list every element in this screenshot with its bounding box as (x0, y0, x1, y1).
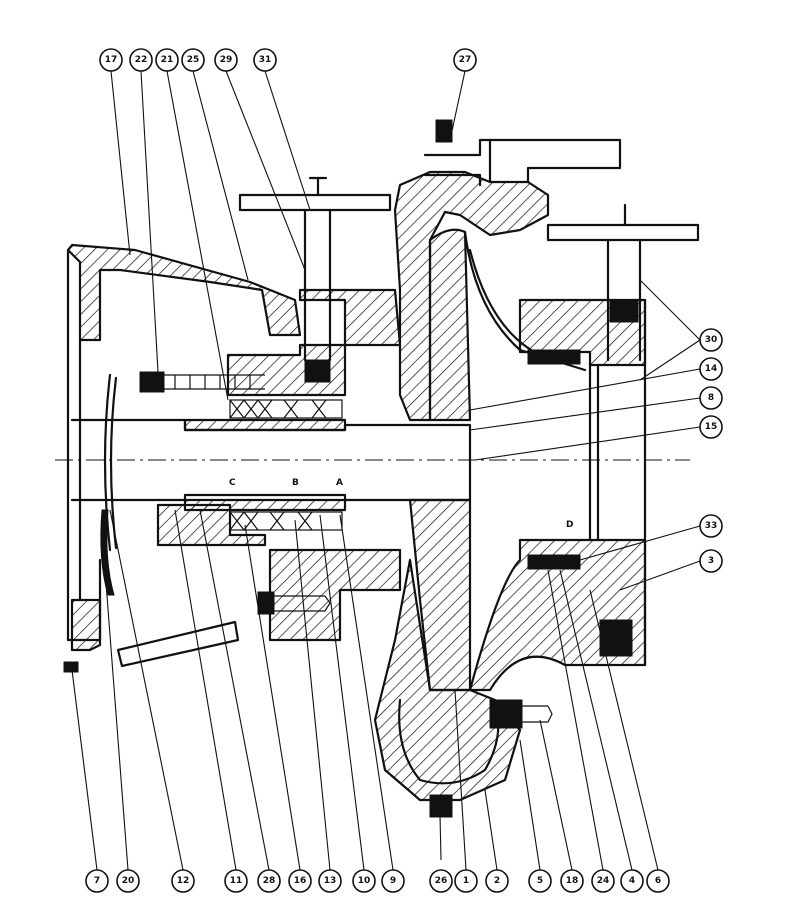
svg-text:24: 24 (597, 876, 610, 886)
callout-2: 2 (485, 869, 509, 893)
frame-foot-bolt (63, 661, 79, 673)
callout-21: 21 (155, 48, 179, 72)
seal-housing-lower (268, 548, 402, 642)
shaft (70, 418, 472, 502)
bearing-row-upper (229, 399, 343, 419)
callout-7: 7 (85, 869, 109, 893)
bearing-row-lower (229, 511, 343, 531)
callout-30: 30 (699, 328, 723, 352)
svg-text:26: 26 (435, 876, 448, 886)
svg-text:8: 8 (708, 393, 714, 403)
callout-4: 4 (620, 869, 644, 893)
svg-text:17: 17 (105, 55, 118, 65)
callout-20: 20 (116, 869, 140, 893)
shaft-sleeve (183, 418, 347, 432)
section-mark-d: D (566, 520, 573, 530)
svg-text:28: 28 (263, 876, 276, 886)
discharge-pipe (488, 138, 622, 184)
svg-text:15: 15 (705, 422, 718, 432)
svg-text:3: 3 (708, 556, 714, 566)
callout-31: 31 (253, 48, 277, 72)
svg-text:18: 18 (566, 876, 579, 886)
svg-text:2: 2 (494, 876, 500, 886)
casing-ring (588, 298, 647, 667)
callout-29: 29 (214, 48, 238, 72)
cover-stud (599, 619, 633, 657)
flinger-disc-lower (100, 509, 115, 596)
callout-6: 6 (646, 869, 670, 893)
callout-9: 9 (381, 869, 405, 893)
svg-text:30: 30 (705, 335, 718, 345)
svg-text:11: 11 (230, 876, 243, 886)
callout-8: 8 (699, 386, 723, 410)
callout-15: 15 (699, 415, 723, 439)
callout-17: 17 (99, 48, 123, 72)
callout-26: 26 (429, 869, 453, 893)
svg-text:22: 22 (135, 55, 148, 65)
callout-3: 3 (699, 549, 723, 573)
frame-foot (70, 598, 102, 652)
svg-text:9: 9 (390, 876, 396, 886)
callout-27: 27 (453, 48, 477, 72)
gland-plate (156, 503, 267, 547)
pump-casing (393, 170, 550, 422)
svg-text:27: 27 (459, 55, 472, 65)
callout-25: 25 (181, 48, 205, 72)
svg-text:7: 7 (94, 876, 100, 886)
svg-text:1: 1 (463, 876, 469, 886)
priming-cock (435, 119, 453, 143)
callout-28: 28 (257, 869, 281, 893)
section-mark-b: B (292, 478, 299, 488)
wear-ring-upper (527, 349, 581, 365)
leader-lines (71, 70, 701, 871)
section-mark-c: C (229, 478, 236, 488)
svg-text:10: 10 (358, 876, 371, 886)
drain-plug (429, 794, 453, 818)
svg-text:12: 12 (177, 876, 190, 886)
callout-10: 10 (352, 869, 376, 893)
callout-1: 1 (454, 869, 478, 893)
svg-text:13: 13 (324, 876, 337, 886)
callout-11: 11 (224, 869, 248, 893)
discharge-valve-body (423, 138, 492, 187)
svg-text:5: 5 (537, 876, 543, 886)
callout-22: 22 (129, 48, 153, 72)
volute-inner (398, 698, 500, 785)
callout-12: 12 (171, 869, 195, 893)
callout-14: 14 (699, 357, 723, 381)
svg-text:31: 31 (259, 55, 272, 65)
oil-sight-bar (116, 620, 240, 668)
callout-24: 24 (591, 869, 615, 893)
callout-16: 16 (288, 869, 312, 893)
svg-text:25: 25 (187, 55, 200, 65)
callout-18: 18 (560, 869, 584, 893)
svg-text:4: 4 (629, 876, 635, 886)
gland-bolt-upper (139, 371, 265, 393)
bearing-bracket-upper (66, 243, 302, 342)
svg-text:29: 29 (220, 55, 233, 65)
callout-13: 13 (318, 869, 342, 893)
svg-text:16: 16 (294, 876, 307, 886)
volute-bottom (373, 558, 522, 802)
vent-valve-left (238, 176, 392, 383)
svg-text:21: 21 (161, 55, 174, 65)
svg-text:6: 6 (655, 876, 661, 886)
section-mark-a: A (336, 478, 343, 488)
casing-stud-lower (489, 699, 553, 729)
wear-ring-lower (527, 554, 581, 570)
seal-housing-upper (298, 288, 402, 347)
svg-text:33: 33 (705, 521, 718, 531)
svg-text:14: 14 (705, 364, 718, 374)
callout-5: 5 (528, 869, 552, 893)
svg-text:20: 20 (122, 876, 135, 886)
callout-33: 33 (699, 514, 723, 538)
impeller-upper (428, 228, 472, 422)
